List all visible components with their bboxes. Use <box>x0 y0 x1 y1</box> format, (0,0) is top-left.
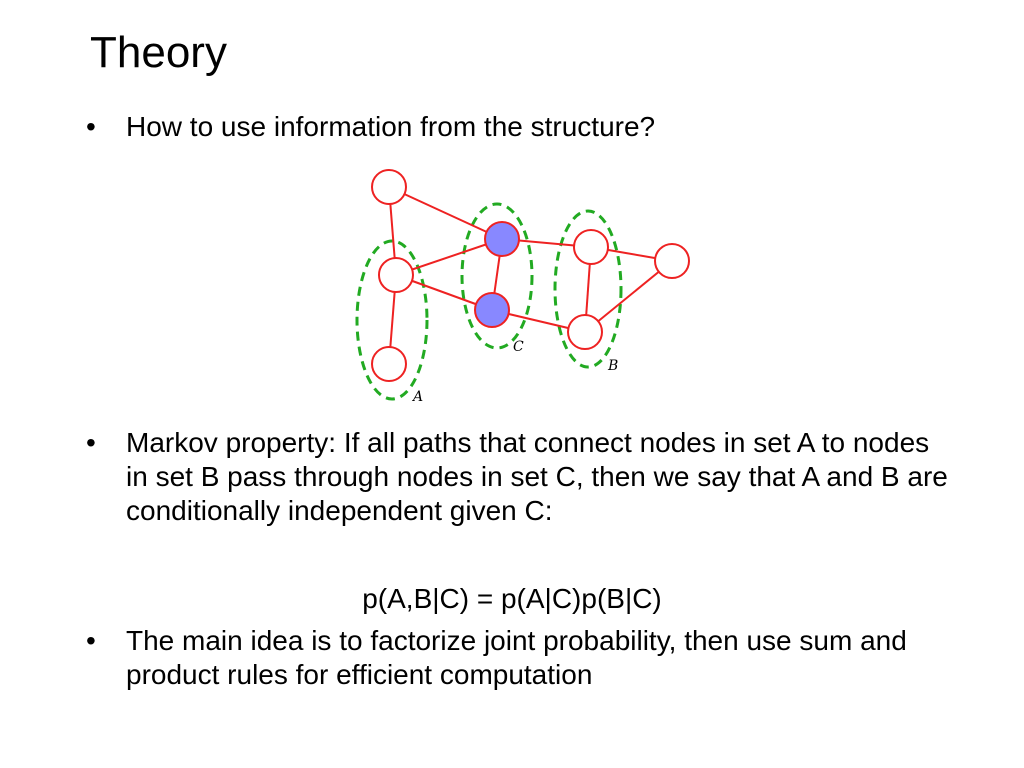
set-c-outline <box>460 202 534 350</box>
edge <box>584 260 673 333</box>
bullet-marker: • <box>86 111 96 142</box>
set-a-outline <box>355 239 429 401</box>
conditional-independence-formula: p(A,B|C) = p(A|C)p(B|C) <box>362 583 662 614</box>
bullet-text: How to use information from the structur… <box>126 111 656 142</box>
graph-node-set-c-observed <box>474 292 510 328</box>
graph-node-set-a <box>378 257 414 293</box>
graph-node-set-b <box>573 229 609 265</box>
set-b-outline <box>553 209 623 369</box>
bullet-markov-property: • Markov property: If all paths that con… <box>86 426 956 528</box>
edge <box>388 186 503 240</box>
set-c-label: C <box>513 339 524 355</box>
graph-node-set-a <box>371 346 407 382</box>
bullet-structure-question: • How to use information from the struct… <box>86 110 956 144</box>
graph-node-set-b <box>567 314 603 350</box>
graph-node <box>371 169 407 205</box>
bullet-factorization: • The main idea is to factorize joint pr… <box>86 624 956 692</box>
set-a-label: A <box>411 389 423 405</box>
bullet-text: The main idea is to factorize joint prob… <box>126 625 907 690</box>
set-b-label: B <box>607 358 618 374</box>
graph-node <box>654 243 690 279</box>
edge <box>395 238 503 276</box>
markov-graph-diagram: A C B <box>355 169 690 405</box>
graph-node-set-c-observed <box>484 221 520 257</box>
bullet-text: Markov property: If all paths that conne… <box>126 427 948 526</box>
bullet-marker: • <box>86 625 96 656</box>
bullet-marker: • <box>86 427 96 458</box>
slide-title: Theory <box>90 28 227 77</box>
